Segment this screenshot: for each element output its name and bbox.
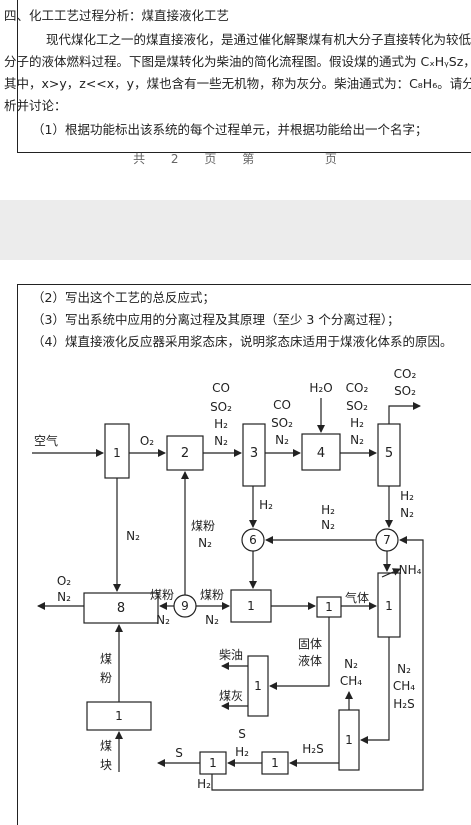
footer-ye1: 页	[204, 152, 218, 166]
section-title: 四、化工工艺过程分析：煤直接液化工艺	[4, 8, 230, 23]
page-one: 四、化工工艺过程分析：煤直接液化工艺 现代煤化工之一的煤直接液化，是通过催化解聚…	[0, 0, 471, 200]
page-footer: 共 2 页 第 页	[0, 150, 471, 167]
intro-line-4: 析并讨论：	[4, 98, 67, 113]
footer-ye2: 页	[324, 152, 338, 166]
page-one-frame	[17, 0, 471, 153]
page-two-frame	[17, 284, 471, 825]
footer-di: 第	[242, 152, 256, 166]
intro-line-1: 现代煤化工之一的煤直接液化，是通过催化解聚煤有机大分子直接转化为较低	[46, 32, 471, 47]
question-4: （4）煤直接液化反应器采用浆态床，说明浆态床适用于煤液化体系的原因。	[32, 334, 453, 349]
question-2: （2）写出这个工艺的总反应式；	[32, 290, 215, 305]
question-1: （1）根据功能标出该系统的每个过程单元，并根据功能给出一个名字；	[32, 122, 428, 137]
footer-gong: 共	[133, 152, 147, 166]
intro-line-3: 其中，x>y，z<<x，y，煤也含有一些无机物，称为灰分。柴油通式为：C₈H₆。…	[4, 76, 471, 91]
footer-total: 2	[170, 152, 180, 166]
intro-line-2: 分子的液体燃料过程。下图是煤转化为柴油的简化流程图。假设煤的通式为 CₓHᵧSz…	[4, 54, 471, 69]
question-3: （3）写出系统中应用的分离过程及其原理（至少 3 个分离过程）；	[32, 312, 400, 327]
page-gap	[0, 200, 471, 260]
